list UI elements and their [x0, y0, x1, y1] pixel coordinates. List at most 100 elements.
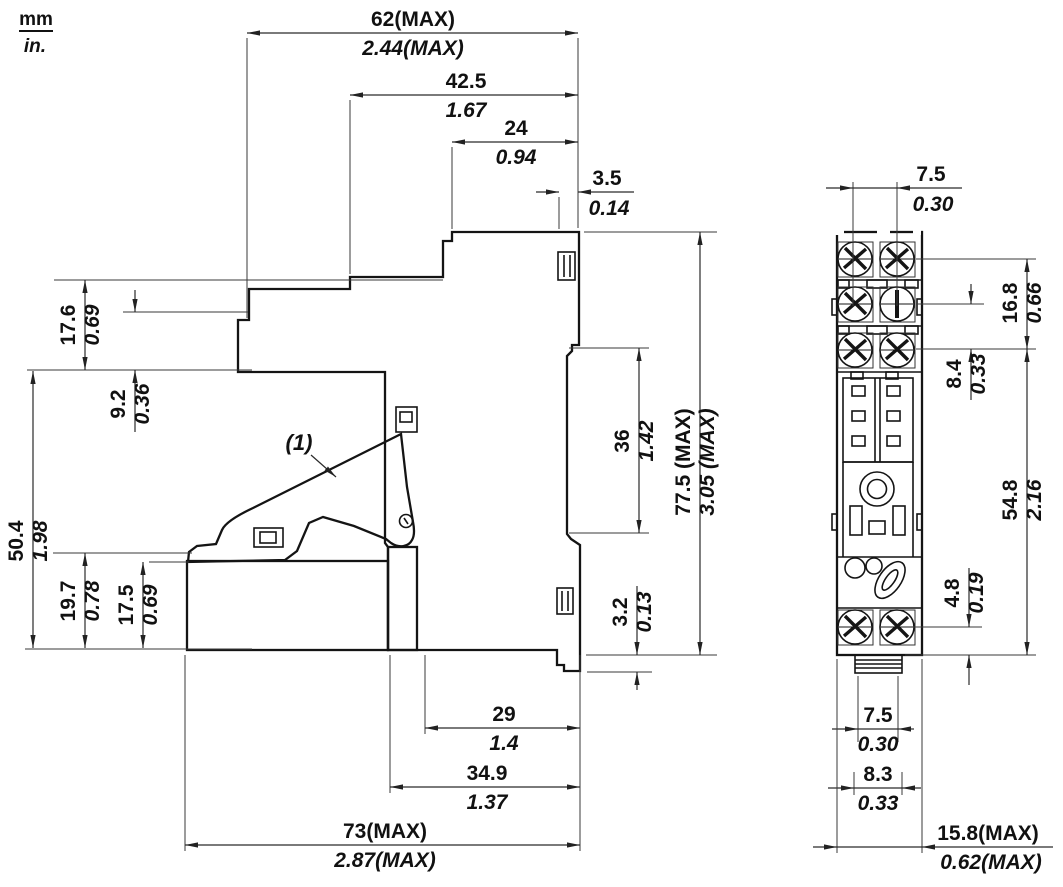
dim-7-5-bottom-in: 0.30 [858, 733, 899, 756]
dim-4-8-in: 0.19 [965, 572, 988, 613]
dim-3-5: 3.5 0.14 [536, 167, 634, 229]
retainer-section [842, 461, 914, 557]
top-notch [877, 229, 890, 235]
screw-terminals [837, 241, 915, 645]
dim-62-in: 2.44(MAX) [361, 37, 464, 60]
dim-9-2-mm: 9.2 [107, 389, 130, 418]
side-nub [831, 513, 838, 531]
dim-16-8-in: 0.66 [1023, 282, 1046, 323]
latch-window [395, 406, 418, 433]
screw-icon [837, 241, 873, 277]
dim-7-5-top: 7.5 0.30 [826, 163, 962, 306]
screw-icon [879, 332, 915, 368]
dim-9-2: 9.2 0.36 [107, 290, 248, 432]
side-nub [916, 298, 923, 316]
dim-24: 24 0.94 [451, 117, 578, 229]
side-view: (1) 62(MAX) 2.44(MAX) 42.5 1.67 24 0.94 [5, 8, 719, 872]
dim-3-2: 3.2 0.13 [587, 586, 656, 690]
dim-50-4: 50.4 1.98 [5, 371, 252, 650]
screw-icon [837, 286, 873, 322]
contact-window-section [842, 377, 914, 463]
front-view: 7.5 0.30 16.8 0.66 8.4 0.33 54.8 2.16 [813, 163, 1053, 874]
dim-17-6: 17.6 0.69 [27, 279, 443, 371]
dim-77-5-mm: 77.5 (MAX) [672, 408, 695, 515]
dim-36-mm: 36 [611, 429, 634, 452]
dim-9-2-in: 0.36 [131, 383, 154, 424]
dim-36: 36 1.42 [569, 347, 658, 534]
dim-15-8-max: 15.8(MAX) 0.62(MAX) [813, 659, 1053, 874]
dim-7-5-top-mm: 7.5 [916, 163, 946, 186]
dim-73-mm: 73(MAX) [343, 820, 427, 843]
dim-4-8-mm: 4.8 [941, 578, 964, 608]
dim-29-in: 1.4 [489, 732, 519, 755]
dim-19-7-mm: 19.7 [57, 581, 80, 622]
dim-42-5-in: 1.67 [446, 99, 488, 122]
lever-latch-box [253, 527, 284, 548]
dim-73-in: 2.87(MAX) [333, 849, 436, 872]
din-foot-tab [854, 654, 903, 674]
screw-icon [879, 609, 915, 645]
dim-7-5-bottom-mm: 7.5 [863, 704, 893, 727]
dim-62-mm: 62(MAX) [371, 8, 455, 31]
din-clip-window-bottom [556, 587, 574, 615]
dim-16-8: 16.8 0.66 [916, 258, 1046, 350]
dim-50-4-mm: 50.4 [5, 520, 28, 561]
dim-19-7: 19.7 0.78 [53, 552, 192, 648]
dim-3-5-in: 0.14 [589, 197, 630, 220]
lever-pivot-pin [398, 513, 414, 529]
terminal-separators [837, 279, 922, 609]
dim-54-8-mm: 54.8 [999, 479, 1022, 520]
callout-1-label: (1) [286, 430, 313, 455]
dim-36-in: 1.42 [635, 420, 658, 461]
dim-24-mm: 24 [504, 117, 528, 140]
dim-3-2-mm: 3.2 [609, 597, 632, 626]
dim-24-in: 0.94 [496, 146, 537, 169]
extraction-lever [186, 432, 416, 564]
dim-34-9-in: 1.37 [467, 791, 509, 814]
dim-77-5-max: 77.5 (MAX) 3.05 (MAX) [584, 231, 719, 656]
dim-29: 29 1.4 [424, 655, 580, 755]
dim-8-3-in: 0.33 [858, 792, 899, 815]
dim-50-4-in: 1.98 [29, 520, 52, 561]
units-legend: mm in. [19, 9, 53, 57]
dim-73-max: 73(MAX) 2.87(MAX) [184, 655, 581, 872]
dim-8-3-mm: 8.3 [863, 763, 892, 786]
dim-3-2-in: 0.13 [633, 591, 656, 632]
dim-17-5-mm: 17.5 [115, 584, 138, 625]
dim-19-7-in: 0.78 [81, 580, 104, 621]
din-clip-window-top [557, 251, 576, 281]
screw-icon [837, 332, 873, 368]
dim-34-9: 34.9 1.37 [389, 655, 580, 814]
dim-17-5: 17.5 0.69 [115, 561, 189, 648]
dim-42-5-mm: 42.5 [446, 70, 487, 93]
dim-8-4: 8.4 0.33 [916, 284, 990, 400]
dim-54-8: 54.8 2.16 [905, 349, 1046, 656]
dim-34-9-mm: 34.9 [467, 762, 508, 785]
mounting-hole [859, 471, 895, 507]
dim-4-8: 4.8 0.19 [914, 568, 988, 685]
screw-icon [837, 609, 873, 645]
callout-1-leader [310, 454, 337, 478]
dim-17-5-in: 0.69 [139, 584, 162, 625]
unit-mm-label: mm [19, 9, 53, 30]
dim-77-5-in: 3.05 (MAX) [696, 408, 719, 515]
lower-left-section [185, 559, 390, 652]
dim-54-8-in: 2.16 [1023, 479, 1046, 521]
dim-8-4-in: 0.33 [967, 353, 990, 394]
dim-3-5-mm: 3.5 [592, 167, 622, 190]
dim-15-8-mm: 15.8(MAX) [937, 822, 1039, 845]
unit-in-label: in. [24, 36, 46, 57]
top-notch [913, 229, 921, 235]
dim-7-5-top-in: 0.30 [913, 193, 954, 216]
dim-62-max: 62(MAX) 2.44(MAX) [246, 8, 579, 318]
dim-17-6-mm: 17.6 [57, 305, 80, 346]
dim-8-4-mm: 8.4 [943, 359, 966, 389]
dim-16-8-mm: 16.8 [999, 282, 1022, 323]
dim-29-mm: 29 [492, 703, 515, 726]
dim-15-8-in: 0.62(MAX) [940, 851, 1042, 874]
dim-17-6-in: 0.69 [81, 304, 104, 345]
dim-7-5-bottom: 7.5 0.30 [832, 676, 914, 756]
callout-1: (1) [286, 430, 337, 478]
